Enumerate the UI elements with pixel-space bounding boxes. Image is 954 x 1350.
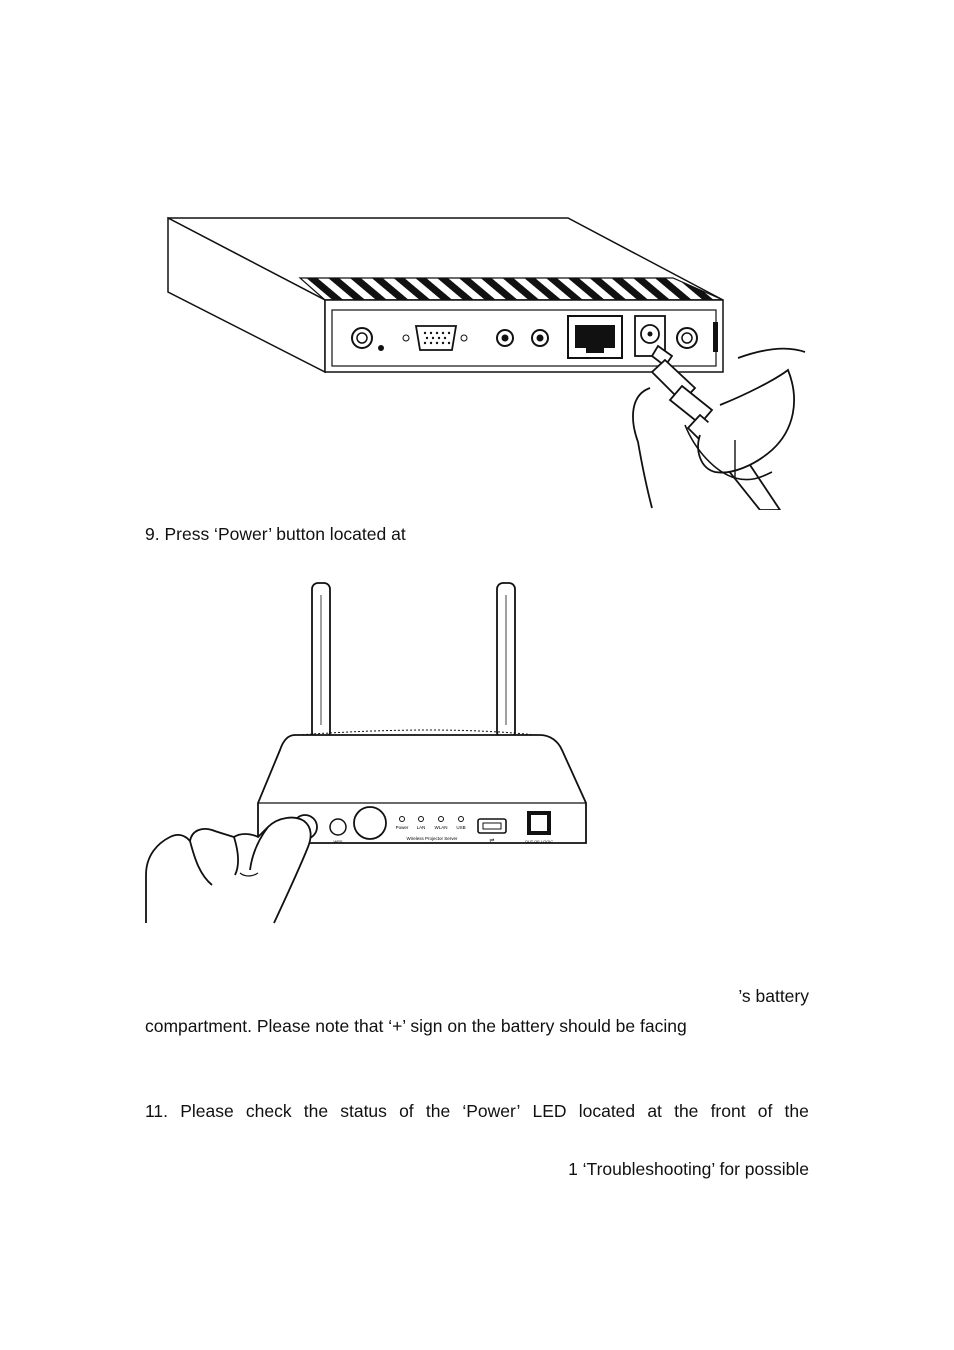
optical-port-label: OUT OF LOGIC <box>525 839 554 844</box>
word: LED <box>532 1101 567 1121</box>
rear-panel-illustration <box>167 216 806 510</box>
antenna-right-icon <box>496 582 516 739</box>
word: of <box>757 1101 773 1121</box>
front-panel-illustration: Power LAN WLAN USB Wireless Projector Se… <box>145 582 587 924</box>
word: Please <box>180 1101 234 1121</box>
step-9-text: 9. Press ‘Power’ button located at <box>145 524 406 544</box>
word: the <box>784 1101 809 1121</box>
step-10-line-2: compartment. Please note that ‘+’ sign o… <box>145 1016 687 1036</box>
word: 11. <box>145 1101 169 1121</box>
word: ‘Power’ <box>462 1101 521 1121</box>
word: the <box>303 1101 329 1121</box>
step-11-line-2: 1 ‘Troubleshooting’ for possible <box>568 1159 809 1179</box>
hand-icon <box>145 816 312 924</box>
wps-button-label: WPS <box>333 839 342 844</box>
step-10-line-1-end: ’s battery <box>738 986 809 1006</box>
antenna-port-left-icon <box>351 327 373 349</box>
word: status <box>340 1101 387 1121</box>
step-11-line-1: 11. Please check the status of the ‘Powe… <box>145 1100 809 1122</box>
led-label-lan: LAN <box>417 825 426 830</box>
word: the <box>425 1101 451 1121</box>
brand-text: Wireless Projector Server <box>406 836 458 841</box>
front-panel-figure: Power LAN WLAN USB Wireless Projector Se… <box>140 575 600 925</box>
antenna-port-right-icon <box>676 327 698 349</box>
word: front <box>710 1101 746 1121</box>
antenna-left-icon <box>311 582 331 739</box>
word: check <box>245 1101 292 1121</box>
led-label-usb: USB <box>456 825 465 830</box>
audio-jack-icon <box>496 329 514 347</box>
word: of <box>399 1101 414 1121</box>
usb-symbol: ⇌ <box>489 837 494 844</box>
word: at <box>647 1101 662 1121</box>
word: located <box>578 1101 636 1121</box>
led-label-power: Power <box>396 825 409 830</box>
rear-panel-figure <box>160 210 810 510</box>
led-label-wlan: WLAN <box>434 825 447 830</box>
audio-jack-2-icon <box>531 329 549 347</box>
ethernet-port-icon <box>567 315 623 359</box>
word: the <box>674 1101 699 1121</box>
vga-port-icon <box>414 325 458 351</box>
